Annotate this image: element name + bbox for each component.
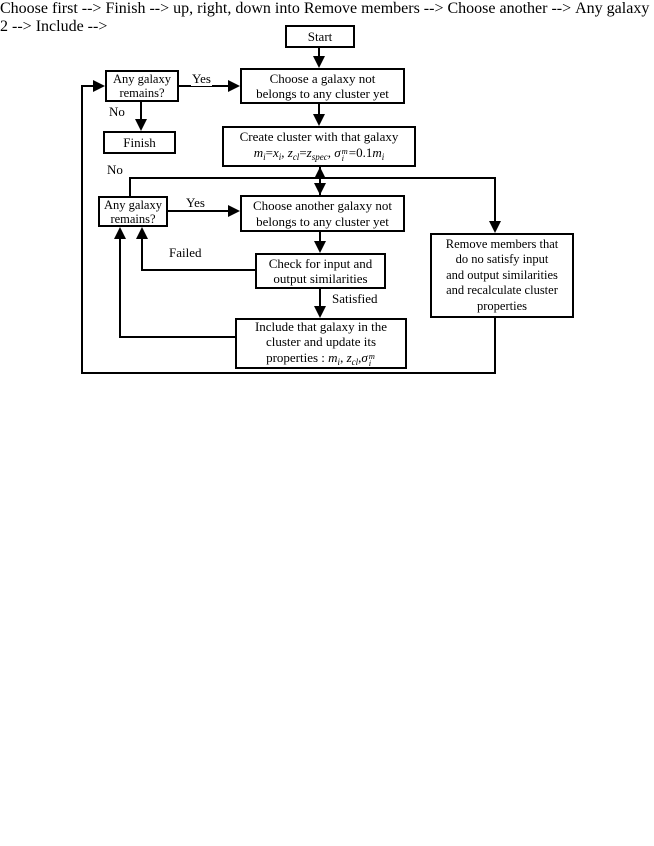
node-choose-another-line2: belongs to any cluster yet xyxy=(256,213,389,229)
edge-label-satisfied: Satisfied xyxy=(331,291,379,306)
node-check-similarities: Check for input and output similarities xyxy=(255,253,386,289)
edge-label-yes-2: Yes xyxy=(185,195,206,210)
edge-choose-another-check xyxy=(319,232,321,243)
edge-include-loop-up xyxy=(119,237,121,338)
node-any-galaxy-2-line1: Any galaxy xyxy=(104,197,162,212)
arrowhead-failed-any2 xyxy=(136,227,148,239)
arrowhead-include-any2 xyxy=(114,227,126,239)
node-remove-line5: properties xyxy=(477,298,527,313)
arrowhead-outer-any1 xyxy=(93,80,105,92)
node-finish-label: Finish xyxy=(123,134,156,150)
node-any-galaxy-remains-1: Any galaxy remains? xyxy=(105,70,179,102)
node-include-galaxy: Include that galaxy in the cluster and u… xyxy=(235,318,407,369)
node-choose-first-line2: belongs to any cluster yet xyxy=(256,86,389,101)
edge-choose-first-create xyxy=(318,104,320,116)
node-any-galaxy-1-line1: Any galaxy xyxy=(113,72,171,86)
arrowhead-create-choose-another xyxy=(314,183,326,195)
node-remove-line3: and output similarities xyxy=(446,267,558,282)
node-include-line2: cluster and update its xyxy=(265,334,377,349)
node-start: Start xyxy=(285,25,355,48)
node-remove-members: Remove members that do no satisfy input … xyxy=(430,233,574,318)
node-choose-first-line1: Choose a galaxy not xyxy=(269,70,376,86)
edge-any1-yes-choose-first xyxy=(179,85,230,87)
arrowhead-into-create-cluster xyxy=(314,167,326,179)
node-any-galaxy-1-line2: remains? xyxy=(119,86,165,100)
arrowhead-any1-yes xyxy=(228,80,240,92)
edge-outer-into-any1 xyxy=(81,85,95,87)
node-choose-another-line1: Choose another galaxy not xyxy=(253,198,392,213)
edge-failed-across xyxy=(141,269,255,271)
arrowhead-any2-yes xyxy=(228,205,240,217)
edge-any2-no-up xyxy=(129,177,131,197)
node-finish: Finish xyxy=(103,131,176,154)
edge-remove-down xyxy=(494,318,496,374)
node-any-galaxy-remains-2: Any galaxy remains? xyxy=(98,196,168,227)
arrowhead-choose-first-create xyxy=(313,114,325,126)
edge-label-no-2: No xyxy=(106,162,124,177)
arrowhead-satisfied-include xyxy=(314,306,326,318)
node-remove-line4: and recalculate cluster xyxy=(446,283,558,298)
arrowhead-no-remove-members xyxy=(489,221,501,233)
edge-outer-left xyxy=(81,85,83,374)
edge-any2-no-across xyxy=(129,177,496,179)
edge-outer-bottom xyxy=(81,372,496,374)
edge-label-no-1: No xyxy=(108,104,126,119)
edge-satisfied-include xyxy=(319,289,321,308)
node-remove-line1: Remove members that xyxy=(445,236,559,251)
edge-create-choose-another xyxy=(319,167,321,195)
node-create-cluster-title: Create cluster with that galaxy xyxy=(239,129,399,145)
node-any-galaxy-2-line2: remains? xyxy=(110,211,156,226)
edge-label-yes-1: Yes xyxy=(191,71,212,86)
node-remove-line2: do no satisfy input xyxy=(455,252,549,267)
edge-any2-no-down xyxy=(494,177,496,222)
edge-any2-yes-choose-another xyxy=(168,210,230,212)
node-check-line2: output similarities xyxy=(273,271,368,286)
arrowhead-choose-another-check xyxy=(314,241,326,253)
node-choose-first-galaxy: Choose a galaxy not belongs to any clust… xyxy=(240,68,405,104)
edge-label-failed: Failed xyxy=(168,245,203,260)
node-choose-another-galaxy: Choose another galaxy not belongs to any… xyxy=(240,195,405,232)
arrowhead-any1-no-finish xyxy=(135,119,147,131)
arrowhead-start-choose-first xyxy=(313,56,325,68)
edge-failed-up xyxy=(141,237,143,271)
edge-start-choose-first xyxy=(318,48,320,60)
edge-include-loop-across xyxy=(119,336,235,338)
node-create-cluster: Create cluster with that galaxy mi=xi, z… xyxy=(222,126,416,167)
node-check-line1: Check for input and xyxy=(268,255,373,271)
node-start-label: Start xyxy=(307,28,333,44)
edge-any1-no-finish xyxy=(140,102,142,121)
node-include-line1: Include that galaxy in the xyxy=(254,318,388,334)
